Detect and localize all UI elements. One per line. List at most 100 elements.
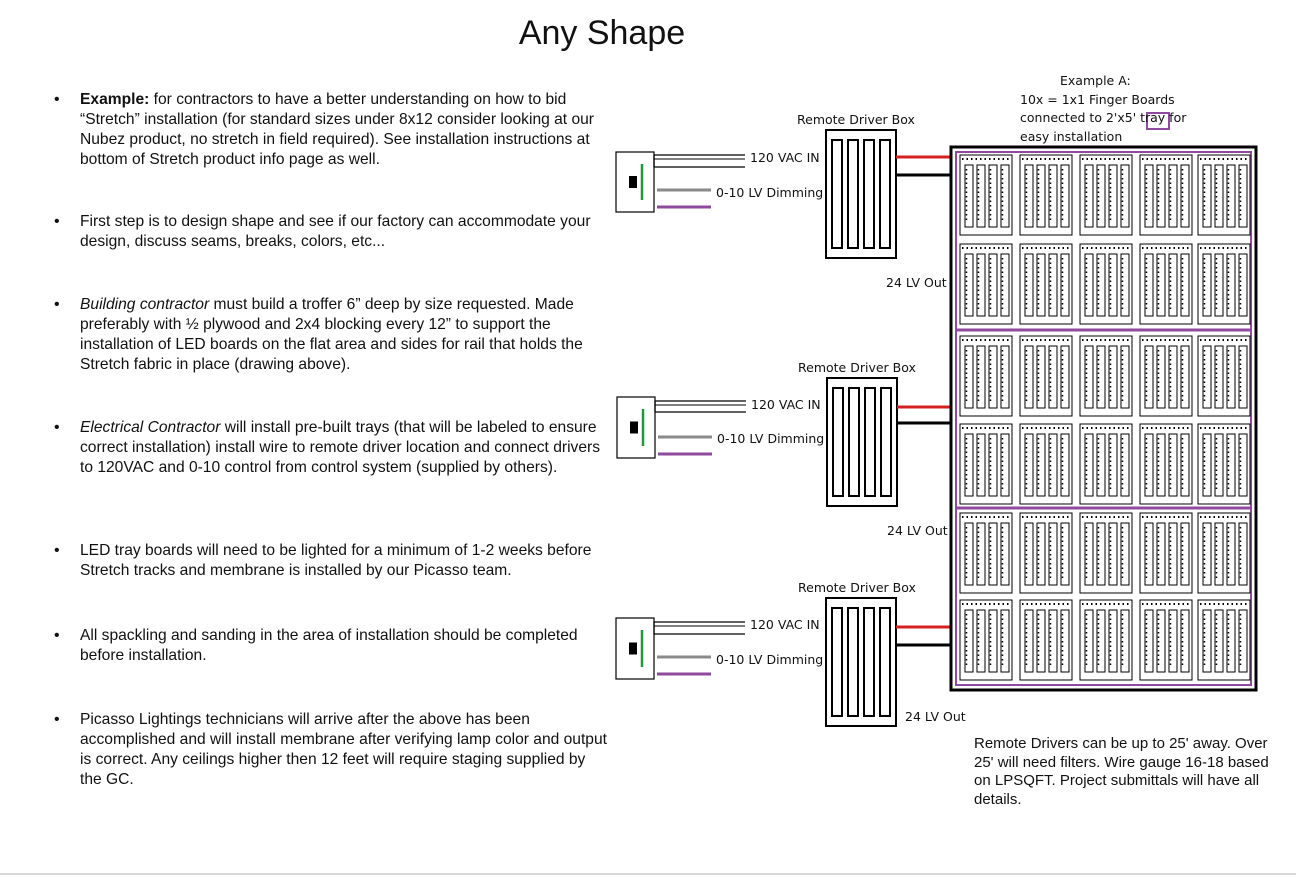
bullet-text: LED tray boards will need to be lighted … (80, 542, 592, 579)
finger-board (959, 243, 1013, 325)
finger (988, 164, 998, 228)
example-a-title: Example A: (1060, 73, 1131, 88)
finger (1060, 345, 1070, 409)
finger-board (1139, 599, 1193, 681)
finger-board (1197, 512, 1251, 594)
finger (1202, 345, 1212, 409)
finger (1096, 164, 1106, 228)
finger-board (1139, 423, 1193, 505)
finger (1156, 253, 1166, 317)
finger-board (1079, 154, 1133, 236)
finger (1108, 253, 1118, 317)
driver-box (826, 377, 898, 507)
finger (1180, 609, 1190, 673)
finger (1036, 522, 1046, 586)
finger (964, 433, 974, 497)
driver-box (825, 129, 897, 259)
finger (1096, 522, 1106, 586)
finger (1180, 345, 1190, 409)
finger (1084, 345, 1094, 409)
driver-fin (879, 607, 891, 717)
finger-board (1079, 335, 1133, 417)
finger (1060, 253, 1070, 317)
finger (1120, 253, 1130, 317)
driver-box (825, 597, 897, 727)
finger (1060, 164, 1070, 228)
finger (1048, 433, 1058, 497)
finger (1202, 433, 1212, 497)
finger (1120, 345, 1130, 409)
bullet-lead: Building contractor (80, 296, 210, 313)
finger (1214, 253, 1224, 317)
finger-board (1019, 599, 1073, 681)
finger-board (1079, 243, 1133, 325)
finger-board (1019, 423, 1073, 505)
lv-out-label: 24 LV Out (886, 275, 947, 290)
finger (976, 253, 986, 317)
driver-box-label: Remote Driver Box (798, 580, 916, 595)
finger (1202, 609, 1212, 673)
finger (988, 522, 998, 586)
finger (1238, 522, 1248, 586)
example-a-line: easy installation (1020, 128, 1123, 144)
finger (1226, 345, 1236, 409)
finger-board (1139, 154, 1193, 236)
lv-out-label: 24 LV Out (887, 523, 948, 538)
example-tray-swatch (1146, 112, 1170, 130)
finger (1048, 345, 1058, 409)
finger (1048, 609, 1058, 673)
finger (976, 609, 986, 673)
finger (964, 253, 974, 317)
finger-board (1197, 599, 1251, 681)
driver-fin (880, 387, 892, 497)
finger (1000, 345, 1010, 409)
finger (1036, 253, 1046, 317)
bullet-text: All spackling and sanding in the area of… (80, 627, 578, 664)
finger (1202, 522, 1212, 586)
finger (988, 609, 998, 673)
finger-board (1139, 335, 1193, 417)
driver-fin (831, 607, 843, 717)
finger (1180, 433, 1190, 497)
finger (1214, 609, 1224, 673)
bullet-led-tray: LED tray boards will need to be lighted … (52, 541, 610, 581)
bullet-lead: Electrical Contractor (80, 419, 221, 436)
finger (1108, 609, 1118, 673)
finger (1168, 522, 1178, 586)
ac-input-label: 120 VAC IN (751, 397, 821, 412)
driver-box-label: Remote Driver Box (797, 112, 915, 127)
dimming-label: 0-10 LV Dimming (717, 431, 825, 446)
finger (1096, 609, 1106, 673)
driver-fin (847, 607, 859, 717)
finger (1156, 522, 1166, 586)
finger-board (959, 154, 1013, 236)
finger-board (959, 423, 1013, 505)
bullet-text: will install pre-built trays (that will … (80, 419, 601, 476)
finger (1000, 164, 1010, 228)
finger (1144, 253, 1154, 317)
finger (1024, 433, 1034, 497)
finger-board (1019, 335, 1073, 417)
finger (988, 253, 998, 317)
finger (1156, 433, 1166, 497)
finger-board (1079, 512, 1133, 594)
bullet-building-contractor: Building contractor must build a troffer… (52, 295, 610, 375)
finger (976, 345, 986, 409)
finger (1156, 164, 1166, 228)
ac-input-label: 120 VAC IN (750, 617, 820, 632)
finger (1238, 253, 1248, 317)
finger (1226, 433, 1236, 497)
finger (1120, 522, 1130, 586)
driver-fin (831, 139, 843, 249)
bullet-text: First step is to design shape and see if… (80, 213, 591, 250)
finger (1108, 522, 1118, 586)
lv-out-label: 24 LV Out (905, 709, 966, 724)
dimming-label: 0-10 LV Dimming (716, 185, 824, 200)
finger (1168, 433, 1178, 497)
finger (1096, 433, 1106, 497)
finger (1096, 345, 1106, 409)
bullet-electrical-contractor: Electrical Contractor will install pre-b… (52, 418, 610, 478)
finger (1226, 164, 1236, 228)
finger-board (1079, 599, 1133, 681)
